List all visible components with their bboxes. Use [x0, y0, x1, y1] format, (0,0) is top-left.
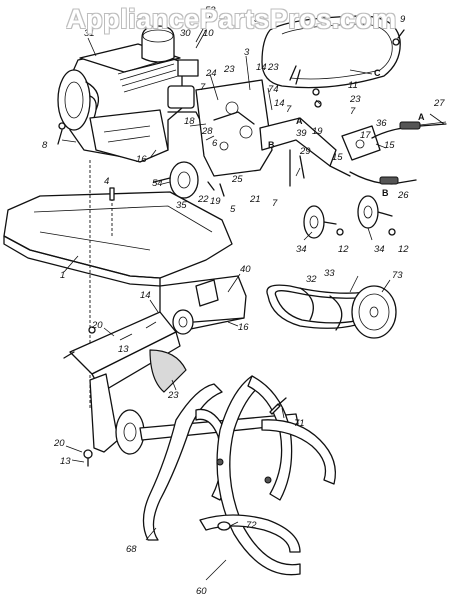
callout-36: 36 [376, 118, 387, 129]
callout-C: C [374, 68, 381, 78]
callout-60: 60 [196, 586, 207, 597]
callout-14: 14 [256, 62, 267, 73]
callout-3: 3 [244, 47, 250, 58]
callout-B: B [268, 140, 275, 150]
callout-33: 33 [324, 268, 335, 279]
callout-labels: 52 9 3 31 30 10 3 14 23 24 23 11 C 74 23… [42, 5, 445, 597]
callout-11: 11 [348, 80, 358, 91]
callout-12: 12 [338, 244, 349, 255]
callout-29: 29 [299, 146, 311, 157]
callout-28: 28 [201, 126, 213, 137]
callout-15: 15 [332, 152, 343, 163]
callout-8: 8 [42, 140, 48, 151]
callout-21: 21 [249, 194, 261, 205]
callout-17: 17 [360, 130, 371, 141]
callout-74: 74 [268, 84, 279, 95]
watermark-text: AppliancePartsPros.com [66, 4, 397, 34]
callout-27: 27 [433, 98, 445, 109]
callout-7: 7 [350, 106, 356, 117]
callout-68: 68 [126, 544, 137, 555]
mounting-plate [195, 79, 381, 187]
transmission [69, 275, 247, 455]
callout-23: 23 [267, 62, 279, 73]
callout-3: 3 [254, 14, 260, 25]
callout-7: 7 [272, 198, 278, 209]
callout-23: 23 [167, 390, 179, 401]
callout-72: 72 [246, 520, 257, 531]
callout-30: 30 [180, 28, 191, 39]
callout-34: 34 [296, 244, 307, 255]
callout-34: 34 [374, 244, 385, 255]
callout-A: A [296, 116, 303, 126]
engine [57, 25, 201, 163]
callout-7: 7 [286, 104, 292, 115]
callout-16: 16 [238, 322, 249, 333]
callout-1: 1 [60, 270, 65, 281]
callout-22: 22 [197, 194, 209, 205]
callout-B: B [382, 188, 389, 198]
callout-18: 18 [184, 116, 195, 127]
callout-19: 19 [312, 126, 323, 137]
callout-14: 14 [274, 98, 285, 109]
callout-12: 12 [398, 244, 409, 255]
callout-19: 19 [210, 196, 221, 207]
bolt-4 [109, 187, 115, 201]
callout-31: 31 [84, 28, 95, 39]
callout-25: 25 [231, 174, 243, 185]
callout-71: 71 [294, 418, 305, 429]
cables [349, 121, 447, 185]
callout-40: 40 [240, 264, 251, 275]
callout-7: 7 [200, 82, 206, 93]
callout-23: 23 [223, 64, 235, 75]
callout-26: 26 [397, 190, 409, 201]
callout-35: 35 [176, 200, 187, 211]
wheels-small [303, 195, 393, 239]
callout-16: 16 [136, 154, 147, 165]
callout-10: 10 [203, 28, 214, 39]
callout-A: A [418, 112, 425, 122]
deflector-shield [3, 191, 233, 287]
callout-52: 52 [205, 5, 216, 16]
callout-13: 13 [118, 344, 129, 355]
callout-14: 14 [140, 290, 151, 301]
callout-9: 9 [400, 14, 406, 25]
callout-20: 20 [53, 438, 65, 449]
tines [142, 375, 337, 576]
callout-39: 39 [296, 128, 307, 139]
pulley-73 [351, 285, 397, 339]
belt-guard [261, 15, 401, 89]
hardware [57, 29, 405, 467]
callout-32: 32 [306, 274, 317, 285]
callout-5: 5 [230, 204, 236, 215]
callout-13: 13 [60, 456, 71, 467]
leader-lines [61, 15, 445, 581]
callout-4: 4 [104, 176, 109, 187]
callout-15: 15 [384, 140, 395, 151]
callout-6: 6 [212, 138, 218, 149]
callout-24: 24 [205, 68, 217, 79]
bolt-71 [269, 397, 287, 415]
callout-54: 54 [152, 178, 163, 189]
callout-23: 23 [349, 94, 361, 105]
pulley-left [153, 161, 199, 199]
callout-73: 73 [392, 270, 403, 281]
callout-20: 20 [91, 320, 103, 331]
